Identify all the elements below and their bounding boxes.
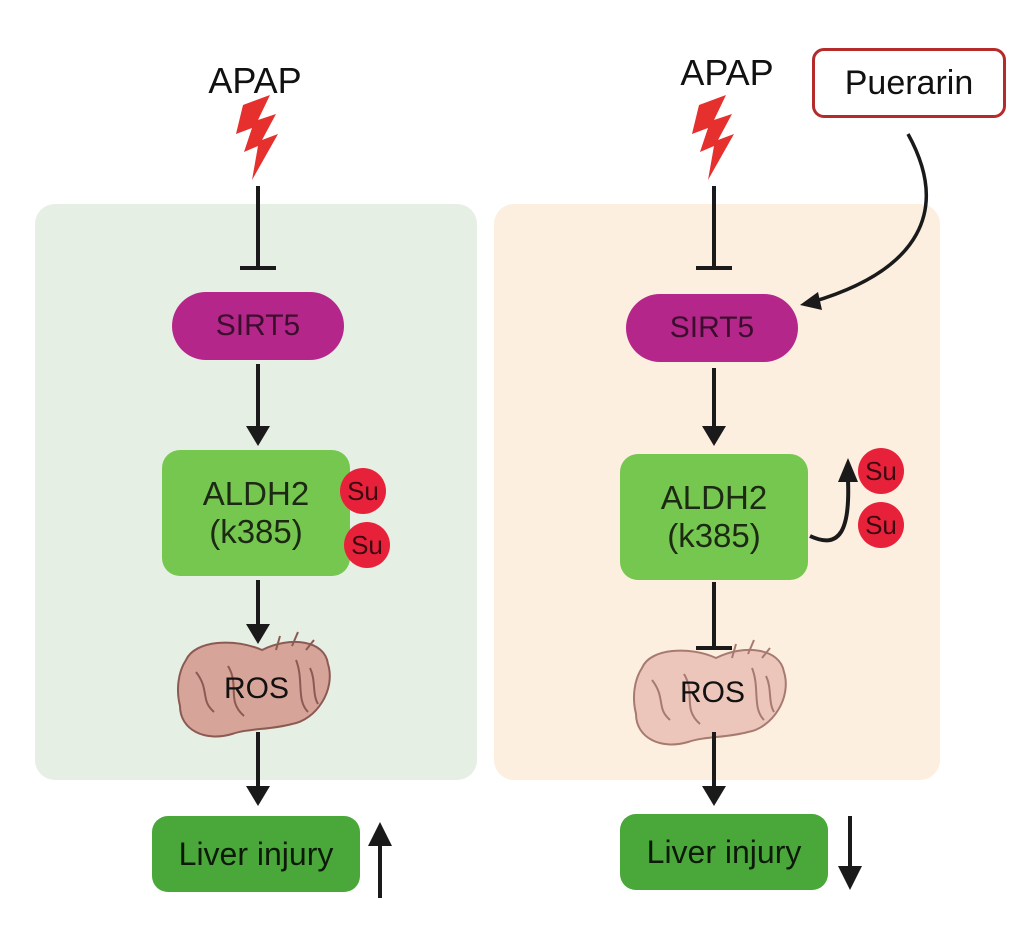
left-ros-label: ROS [224, 672, 290, 705]
left-aldh2-label: ALDH2 [202, 475, 310, 512]
right-su1-label: Su [865, 455, 897, 486]
left-aldh2-node: ALDH2 (k385) [162, 450, 350, 576]
left-succinyl-badge-2: Su [344, 522, 390, 568]
right-lightning-icon [692, 95, 734, 180]
left-liver-injury-node: Liver injury [152, 816, 360, 892]
puerarin-to-sirt-arrow [811, 133, 928, 304]
left-liver-injury-label: Liver injury [178, 835, 334, 872]
left-sirt5-label: SIRT5 [215, 309, 301, 342]
left-apap-label: APAP [208, 60, 302, 101]
left-mitochondrion-icon [177, 631, 331, 738]
puerarin-box: Puerarin [812, 48, 1006, 118]
right-liver-injury-label: Liver injury [646, 833, 802, 870]
left-sirt5-node: SIRT5 [172, 292, 344, 360]
left-su2-label: Su [351, 529, 383, 560]
right-sirt5-node: SIRT5 [626, 294, 798, 362]
right-su-release-arrow [809, 479, 851, 543]
left-lightning-icon [236, 95, 278, 180]
right-aldh2-site-label: (k385) [667, 517, 761, 554]
puerarin-label: Puerarin [844, 63, 974, 102]
right-apap-label: APAP [680, 52, 774, 93]
right-aldh2-node: ALDH2 (k385) [620, 454, 808, 580]
right-succinyl-badge-2: Su [858, 502, 904, 548]
right-sirt5-label: SIRT5 [669, 311, 755, 344]
left-succinyl-badge-1: Su [340, 468, 386, 514]
right-su2-label: Su [865, 509, 897, 540]
right-succinyl-badge-1: Su [858, 448, 904, 494]
left-aldh2-site-label: (k385) [209, 513, 303, 550]
right-liver-injury-node: Liver injury [620, 814, 828, 890]
left-su1-label: Su [347, 475, 379, 506]
right-aldh2-label: ALDH2 [660, 479, 768, 516]
right-ros-label: ROS [680, 676, 746, 709]
right-mitochondrion-icon [633, 639, 787, 746]
